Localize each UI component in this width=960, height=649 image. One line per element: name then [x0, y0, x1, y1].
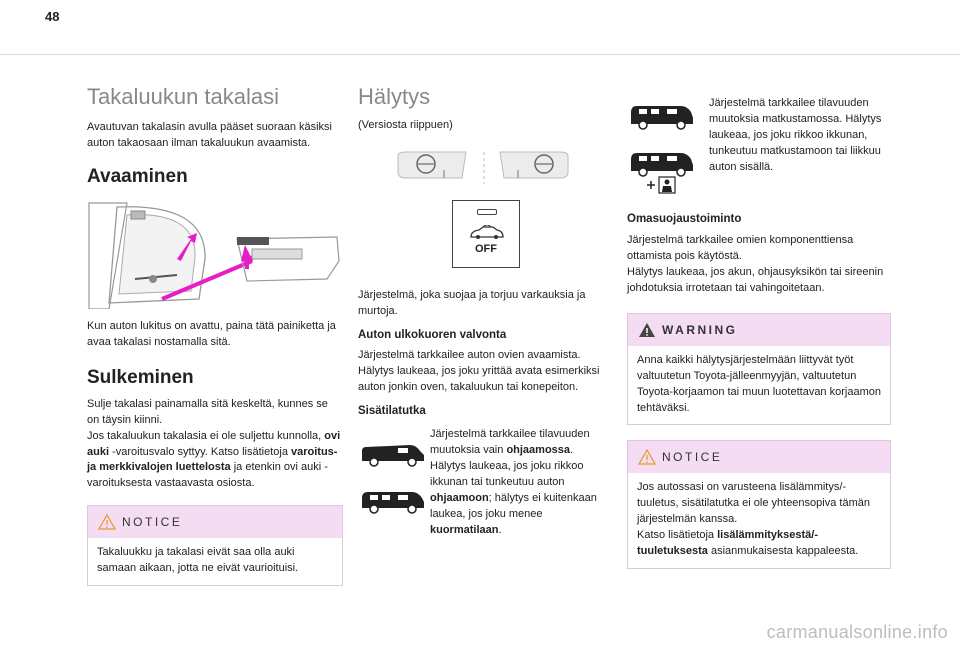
warning-header: WARNING	[628, 313, 890, 346]
passenger-van-icon	[362, 491, 424, 514]
right-column: Järjestelmä tarkkailee tilavuuden muutok…	[627, 72, 891, 570]
notice-header: NOTICE	[628, 441, 890, 474]
notice-header: NOTICE	[88, 506, 342, 539]
warning-triangle-icon	[98, 514, 116, 530]
section-title-rear-window: Takaluukun takalasi	[87, 84, 280, 109]
notice-box-rear-window: NOTICE Takaluukku ja takalasi eivät saa …	[87, 505, 343, 587]
warning-text: Anna kaikki hälytysjärjestelmään liittyv…	[637, 353, 881, 414]
notice-text-a: Jos autossasi on varusteena lisälämmitys…	[637, 481, 870, 526]
notice-box-alarm: NOTICE Jos autossasi on varusteena lisäl…	[627, 440, 891, 570]
closing-paragraph-1: Sulje takalasi painamalla sitä keskeltä,…	[87, 397, 328, 426]
button-indicator	[477, 209, 497, 216]
closing-paragraph-2: Jos takaluukun takalasia ei ole suljettu…	[87, 429, 341, 490]
alarm-intro: Järjestelmä, joka suojaa ja torjuu varka…	[358, 289, 586, 318]
van-icons-right	[627, 96, 707, 200]
self-protection-heading: Omasuojaustoiminto	[627, 213, 742, 225]
car-alarm-icon	[470, 225, 504, 240]
section-title-alarm: Hälytys	[358, 84, 431, 109]
closing-heading: Sulkeminen	[87, 366, 194, 388]
exterior-heading: Auton ulkokuoren valvonta	[358, 329, 507, 342]
interior-radar-block: Järjestelmä tarkkailee tilavuuden muutok…	[358, 427, 608, 539]
warning-triangle-icon	[638, 449, 656, 466]
notice-label: NOTICE	[662, 450, 723, 465]
self-protection-p2: Hälytys laukeaa, jos akun, ohjausyksikön…	[627, 265, 884, 294]
warning-box: WARNING Anna kaikki hälytysjärjestelmään…	[627, 312, 891, 426]
van-icons	[358, 427, 430, 519]
notice-label: NOTICE	[122, 515, 183, 530]
self-protection-p1: Järjestelmä tarkkailee omien komponentti…	[627, 233, 854, 262]
passenger-radar-block: Järjestelmä tarkkailee tilavuuden muutok…	[627, 96, 891, 200]
van-with-child-seat-icon	[631, 153, 693, 194]
left-column: Takaluukun takalasi Avautuvan takalasin …	[87, 72, 343, 587]
header-rule	[0, 54, 960, 55]
off-label: OFF	[475, 243, 497, 256]
alarm-off-button[interactable]: OFF	[452, 200, 520, 269]
warning-triangle-icon	[639, 322, 655, 337]
interior-light-illustration	[397, 151, 569, 185]
watermark: carmanualsonline.info	[766, 622, 948, 642]
opening-heading: Avaaminen	[87, 166, 188, 188]
page-number: 48	[45, 9, 60, 24]
warning-label: WARNING	[662, 322, 738, 337]
interior-heading: Sisätilatutka	[358, 404, 426, 417]
exterior-text: Järjestelmä tarkkailee auton ovien avaam…	[358, 349, 600, 394]
passenger-text: Järjestelmä tarkkailee tilavuuden muutok…	[709, 97, 882, 173]
rear-window-illustration	[87, 199, 343, 310]
opening-text: Kun auton lukitus on avattu, paina tätä …	[87, 320, 336, 348]
cab-van-icon	[362, 444, 424, 467]
passenger-van-icon	[631, 106, 693, 130]
alarm-subtitle: (Versiosta riippuen)	[358, 119, 453, 132]
middle-column: Hälytys (Versiosta riippuen) OFF Järjest…	[358, 72, 608, 538]
notice-text: Takaluukku ja takalasi eivät saa olla au…	[97, 546, 299, 575]
notice-text-b: Katso lisätietoja lisälämmityksestä/-tuu…	[637, 529, 859, 558]
rear-window-intro: Avautuvan takalasin avulla pääset suoraa…	[87, 121, 333, 150]
interior-text: Järjestelmä tarkkailee tilavuuden muutok…	[430, 427, 597, 536]
